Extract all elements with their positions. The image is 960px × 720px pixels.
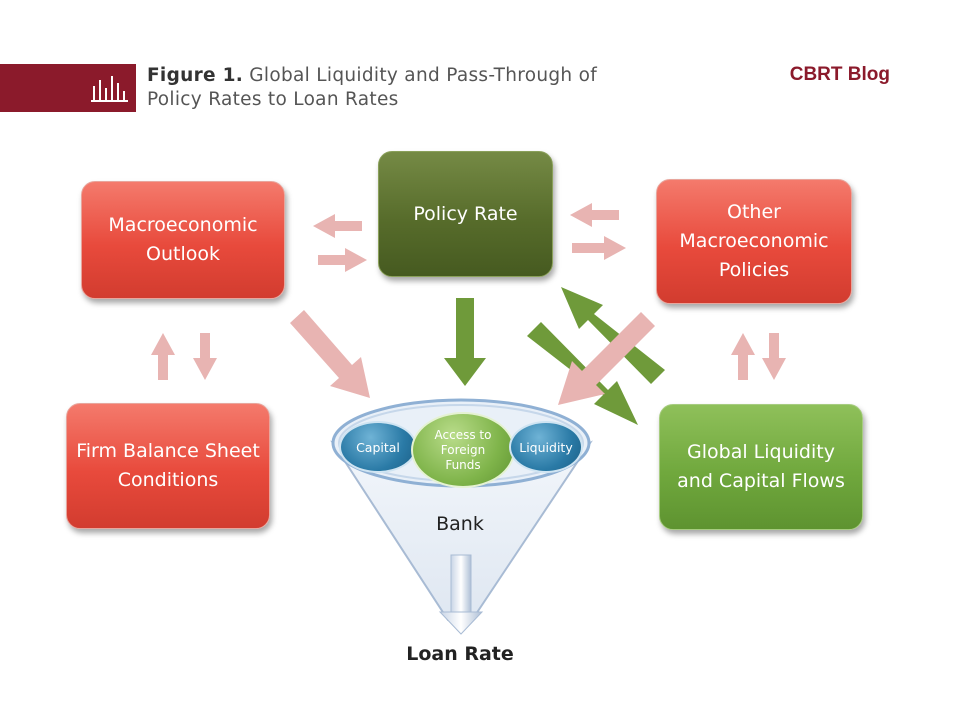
arrow-global-to-other-diagonal	[561, 287, 665, 384]
capital-label: Capital	[356, 439, 400, 455]
other-policies-box: Other Macroeconomic Policies	[656, 179, 852, 304]
figure-title: Figure 1. Global Liquidity and Pass-Thro…	[147, 64, 627, 112]
blog-label: CBRT Blog	[789, 64, 890, 85]
arrow-policy-to-outlook	[313, 214, 362, 238]
arrow-outlook-to-policy	[318, 248, 367, 272]
arrow-other-to-global	[762, 333, 786, 380]
arrow-firm-to-outlook	[151, 333, 175, 380]
figure-number: Figure 1.	[147, 65, 244, 86]
global-liquidity-box: Global Liquidity and Capital Flows	[659, 404, 863, 530]
bar-chart-icon	[91, 76, 128, 102]
arrow-other-to-bank	[558, 312, 655, 405]
firm-balance-label: Firm Balance Sheet Conditions	[76, 440, 260, 491]
arrow-policy-to-bank	[444, 298, 486, 386]
policy-rate-label: Policy Rate	[413, 203, 518, 225]
arrow-other-to-policy	[570, 203, 619, 227]
loan-rate-label: Loan Rate	[406, 643, 514, 665]
arrow-outlook-to-firm	[193, 333, 217, 380]
figure-title-text: Global Liquidity and Pass-Through of Pol…	[147, 65, 598, 110]
bank-label: Bank	[436, 513, 484, 535]
global-liquidity-label: Global Liquidity and Capital Flows	[677, 441, 845, 492]
macroeconomic-outlook-box: Macroeconomic Outlook	[81, 181, 285, 299]
arrow-policy-to-other	[572, 236, 626, 260]
other-policies-label: Other Macroeconomic Policies	[679, 201, 829, 281]
capital-circle: Capital	[339, 421, 417, 473]
policy-rate-box: Policy Rate	[378, 151, 553, 277]
liquidity-circle: Liquidity	[509, 421, 583, 473]
liquidity-label: Liquidity	[519, 439, 573, 455]
macroeconomic-outlook-label: Macroeconomic Outlook	[108, 214, 258, 265]
firm-balance-box: Firm Balance Sheet Conditions	[66, 403, 270, 529]
foreign-funds-label: Access to Foreign Funds	[434, 427, 492, 472]
arrow-global-to-other	[731, 333, 755, 380]
title-bar	[0, 64, 136, 112]
arrow-outlook-to-bank	[290, 310, 370, 398]
foreign-funds-circle: Access to Foreign Funds	[411, 412, 515, 488]
